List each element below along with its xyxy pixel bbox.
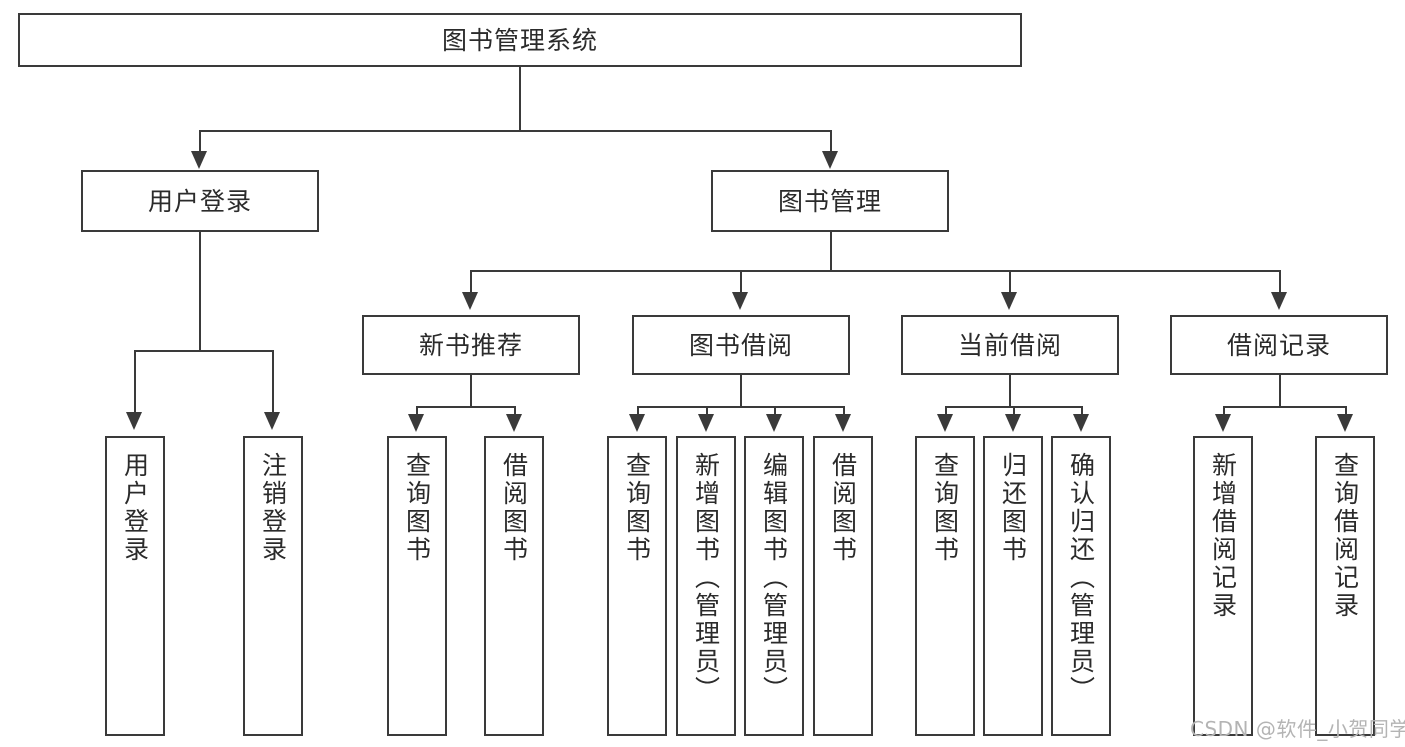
node-leaf-query-record[interactable]: 查询借阅记录 [1315,436,1375,736]
node-leaf-edit-book[interactable]: 编辑图书（管理员） [744,436,804,736]
node-current-borrow-label: 当前借阅 [957,330,1062,360]
node-book-borrow[interactable]: 图书借阅 [632,315,850,375]
connector-book-borrow-bar [637,406,843,408]
node-leaf-user-login-label: 用户登录 [120,452,150,564]
arrowhead-book-borrow [732,292,748,310]
arrowhead-user-login [191,151,207,169]
node-leaf-return-book-label: 归还图书 [998,452,1028,564]
arrowhead-leaf-edit-book [766,414,782,432]
arrowhead-current-borrow [1001,292,1017,310]
node-user-login[interactable]: 用户登录 [81,170,319,232]
node-leaf-query-book-cur-label: 查询图书 [930,452,960,564]
connector-br-to-leaf1 [1223,406,1225,418]
node-root-label: 图书管理系统 [441,25,598,55]
node-leaf-confirm-return-label: 确认归还（管理员） [1066,452,1096,704]
node-leaf-add-book-label: 新增图书（管理员） [691,452,721,704]
node-leaf-logout[interactable]: 注销登录 [243,436,303,736]
connector-user-login-stem [199,232,201,350]
connector-book-borrow-stem [740,375,742,406]
node-leaf-return-book[interactable]: 归还图书 [983,436,1043,736]
connector-bb-to-leaf2 [706,406,708,418]
node-leaf-query-book[interactable]: 查询图书 [607,436,667,736]
arrowhead-leaf-logout [264,412,280,430]
node-leaf-add-book[interactable]: 新增图书（管理员） [676,436,736,736]
node-leaf-add-record[interactable]: 新增借阅记录 [1193,436,1253,736]
node-leaf-borrow-book-label: 借阅图书 [828,452,858,564]
connector-nbr-to-leaf2 [514,406,516,418]
connector-cb-to-leaf3 [1081,406,1083,418]
arrowhead-leaf-borrow-book [835,414,851,432]
node-leaf-logout-label: 注销登录 [258,452,288,564]
connector-cb-to-leaf2 [1013,406,1015,418]
connector-bm-to-borrow-record [1279,270,1281,295]
connector-root-to-user-login [199,130,201,155]
connector-br-to-leaf2 [1345,406,1347,418]
connector-new-book-rec-stem [470,375,472,406]
connector-book-manage-stem [830,232,832,270]
arrowhead-leaf-query-book-rec [408,414,424,432]
arrowhead-leaf-return-book [1005,414,1021,432]
node-leaf-borrow-book[interactable]: 借阅图书 [813,436,873,736]
node-book-manage-label: 图书管理 [777,186,882,216]
connector-borrow-record-bar [1223,406,1345,408]
connector-root-stem [519,67,521,130]
node-leaf-edit-book-label: 编辑图书（管理员） [759,452,789,704]
node-borrow-record-label: 借阅记录 [1226,330,1331,360]
arrowhead-leaf-query-book [629,414,645,432]
node-current-borrow[interactable]: 当前借阅 [901,315,1119,375]
node-leaf-query-book-cur[interactable]: 查询图书 [915,436,975,736]
arrowhead-book-manage [822,151,838,169]
node-new-book-rec[interactable]: 新书推荐 [362,315,580,375]
node-leaf-query-book-rec-label: 查询图书 [402,452,432,564]
node-leaf-add-record-label: 新增借阅记录 [1208,452,1238,620]
connector-bb-to-leaf4 [843,406,845,418]
connector-user-login-to-leaf1 [134,350,136,416]
arrowhead-leaf-add-book [698,414,714,432]
connector-bm-to-book-borrow [740,270,742,295]
connector-cb-to-leaf1 [945,406,947,418]
arrowhead-leaf-borrow-book-rec [506,414,522,432]
connector-bb-to-leaf1 [637,406,639,418]
connector-user-login-to-leaf2 [272,350,274,416]
arrowhead-borrow-record [1271,292,1287,310]
node-user-login-label: 用户登录 [147,186,252,216]
connector-user-login-bar [134,350,273,352]
node-root[interactable]: 图书管理系统 [18,13,1022,67]
node-leaf-confirm-return[interactable]: 确认归还（管理员） [1051,436,1111,736]
arrowhead-leaf-query-book-cur [937,414,953,432]
arrowhead-leaf-confirm-return [1073,414,1089,432]
node-leaf-query-book-label: 查询图书 [622,452,652,564]
connector-current-borrow-stem [1009,375,1011,406]
connector-root-bar [199,130,830,132]
csdn-watermark: CSDN @软件_小贺同学 [1190,717,1405,741]
connector-bm-to-new-book-rec [470,270,472,295]
node-leaf-borrow-book-rec-label: 借阅图书 [499,452,529,564]
node-borrow-record[interactable]: 借阅记录 [1170,315,1388,375]
arrowhead-leaf-add-record [1215,414,1231,432]
arrowhead-leaf-query-record [1337,414,1353,432]
node-leaf-query-book-rec[interactable]: 查询图书 [387,436,447,736]
node-leaf-user-login[interactable]: 用户登录 [105,436,165,736]
node-leaf-borrow-book-rec[interactable]: 借阅图书 [484,436,544,736]
connector-bb-to-leaf3 [774,406,776,418]
node-new-book-rec-label: 新书推荐 [418,330,523,360]
node-leaf-query-record-label: 查询借阅记录 [1330,452,1360,620]
connector-bm-to-current-borrow [1009,270,1011,295]
connector-root-to-book-manage [830,130,832,155]
connector-borrow-record-stem [1279,375,1281,406]
node-book-manage[interactable]: 图书管理 [711,170,949,232]
connector-nbr-to-leaf1 [416,406,418,418]
connector-new-book-rec-bar [416,406,514,408]
arrowhead-leaf-user-login [126,412,142,430]
node-book-borrow-label: 图书借阅 [688,330,793,360]
arrowhead-new-book-rec [462,292,478,310]
connector-book-manage-bar [470,270,1279,272]
